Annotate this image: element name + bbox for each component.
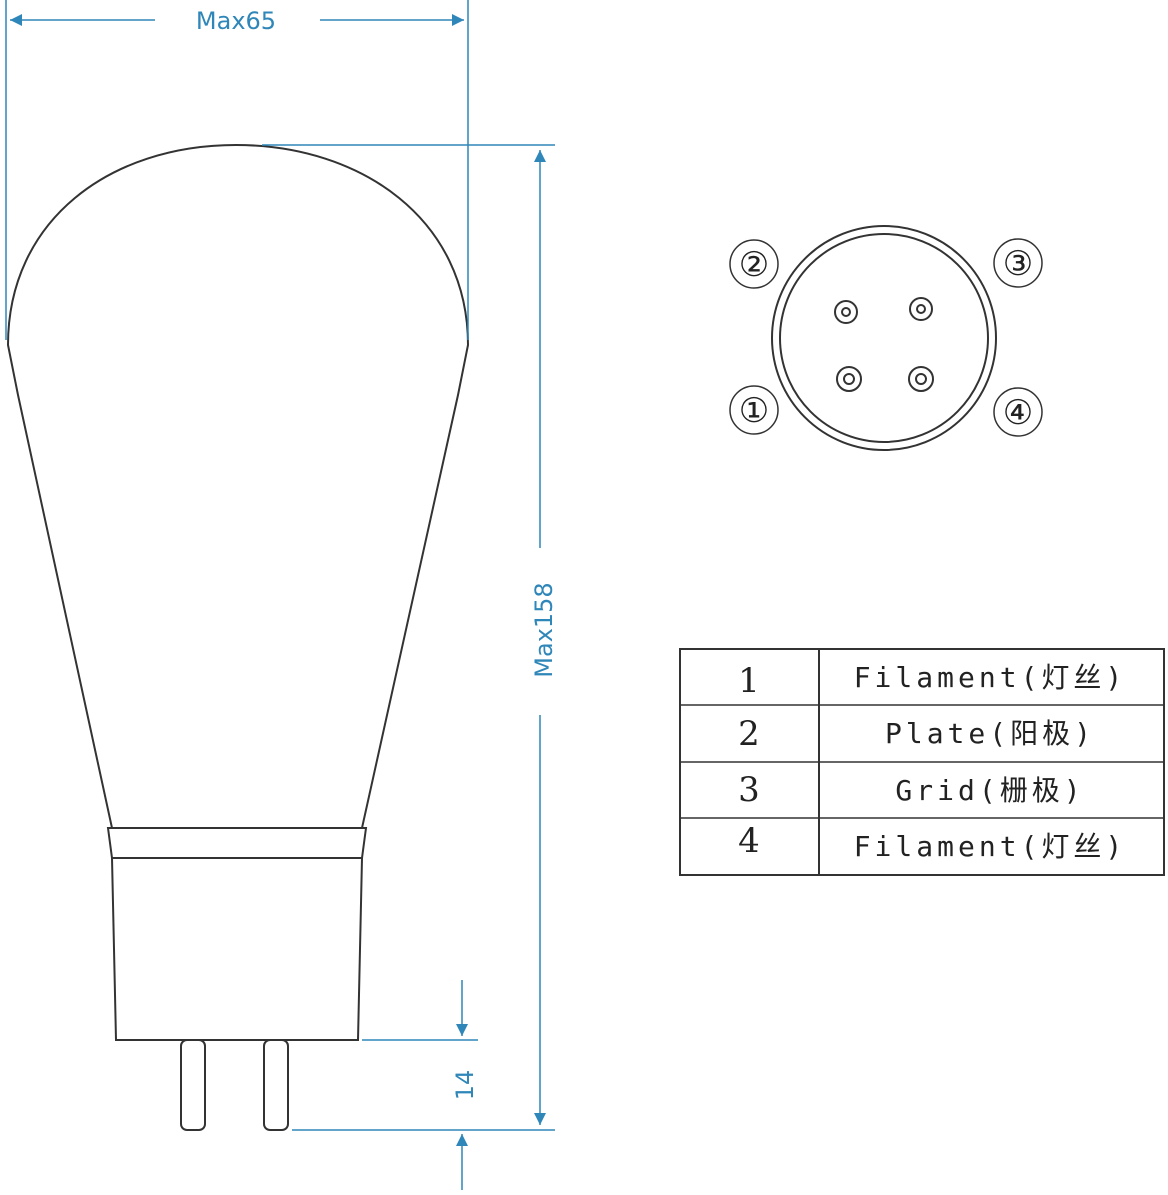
pin-length-label: 14	[451, 1070, 479, 1101]
table-row-1-num: 1	[738, 661, 760, 701]
table-row-3-num: 3	[738, 770, 760, 810]
height-label: Max158	[530, 582, 558, 677]
tube-bulb	[6, 143, 470, 829]
pin-hole-4	[908, 366, 934, 392]
table-row-4-name: Filament(灯丝)	[854, 830, 1127, 863]
tube-outline	[6, 143, 470, 1131]
table-row-4-num: 4	[738, 821, 760, 861]
pin-hole-1	[836, 366, 862, 392]
table-row-2-num: 2	[738, 714, 760, 754]
pin-right	[263, 1039, 289, 1131]
pin-number-labels: ② ③ ① ④	[729, 238, 1043, 437]
table-row-1-name: Filament(灯丝)	[854, 661, 1127, 694]
pin-label-2: ②	[739, 245, 769, 285]
width-label: Max65	[196, 7, 276, 35]
pin-hole-2	[834, 300, 858, 324]
width-dimension	[5, 0, 469, 340]
pin-label-1: ①	[739, 391, 769, 431]
pin-hole-3	[909, 297, 933, 321]
pin-length-dimension	[362, 980, 478, 1190]
socket-outer-ring	[771, 225, 997, 451]
table-row-2-name: Plate(阳极)	[885, 717, 1095, 750]
pin-table: 1 Filament(灯丝) 2 Plate(阳极) 3 Grid(栅极) 4 …	[679, 648, 1165, 876]
tube-neck-band	[106, 827, 368, 859]
height-dimension	[262, 144, 555, 1131]
pin-label-4: ④	[1003, 393, 1033, 433]
pin-layout	[771, 225, 997, 451]
table-row-3-name: Grid(栅极)	[895, 774, 1084, 807]
pin-label-3: ③	[1003, 244, 1033, 284]
tube-base	[110, 857, 364, 1041]
pin-left	[180, 1039, 206, 1131]
socket-inner-ring	[779, 233, 989, 443]
